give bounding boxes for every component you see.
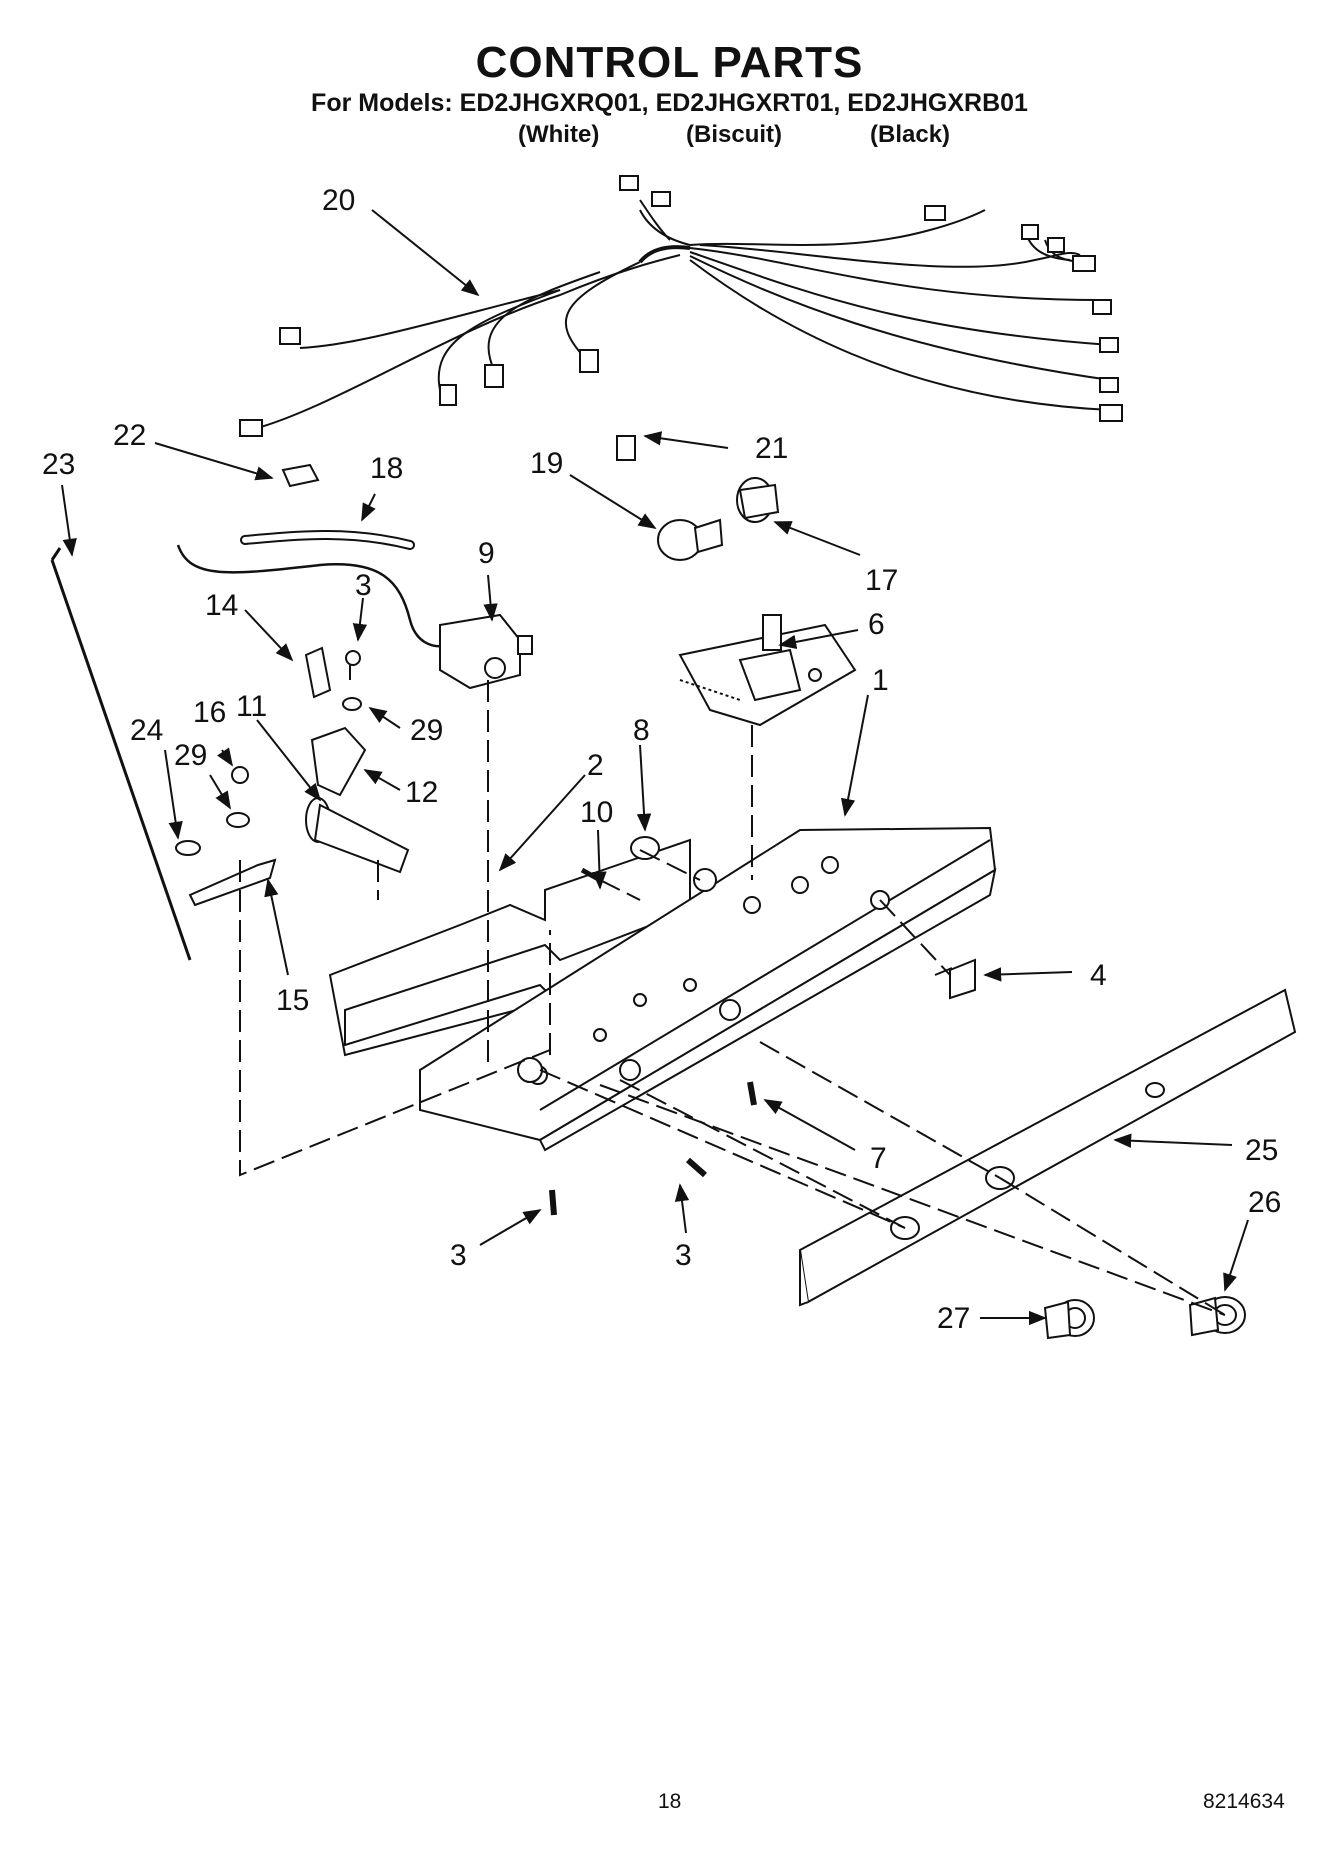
- shaft-11: [305, 797, 410, 874]
- callout-16: 16: [193, 696, 226, 729]
- callout-1: 1: [872, 664, 889, 697]
- callout-6: 6: [868, 608, 885, 641]
- color-white: (White): [518, 121, 600, 148]
- screw-7: [747, 1081, 757, 1106]
- callout-12: 12: [405, 776, 438, 809]
- callout-29-right: 29: [410, 714, 443, 747]
- page-number: 18: [658, 1790, 682, 1813]
- callout-14: 14: [205, 589, 238, 622]
- control-housing: [419, 826, 997, 1152]
- callout-7: 7: [870, 1142, 887, 1175]
- bracket-14: [304, 646, 332, 699]
- callout-11: 11: [236, 690, 267, 723]
- screw-3-top: [345, 650, 361, 666]
- screw-3-right: [686, 1157, 707, 1178]
- callout-26: 26: [1248, 1186, 1281, 1219]
- callout-27: 27: [937, 1302, 970, 1335]
- bracket-12: [310, 726, 367, 797]
- lamp-socket: [736, 477, 780, 523]
- page-title: CONTROL PARTS: [475, 38, 864, 87]
- callout-3-bottom-left: 3: [450, 1239, 467, 1272]
- callout-22: 22: [113, 419, 146, 452]
- capillary-tube: [176, 544, 451, 648]
- callout-20: 20: [322, 184, 355, 217]
- screw-3-left: [549, 1189, 557, 1216]
- knob-27: [1043, 1299, 1095, 1340]
- screw-16: [231, 766, 249, 784]
- callout-3-top: 3: [355, 569, 372, 602]
- leader-arrows: [61, 209, 1249, 1326]
- color-black: (Black): [870, 121, 951, 148]
- knob-26: [1188, 1296, 1246, 1337]
- washer-29: [226, 812, 250, 828]
- callout-15: 15: [276, 984, 309, 1017]
- callout-25: 25: [1245, 1134, 1278, 1167]
- rod-23: [50, 559, 192, 961]
- document-number: 8214634: [1203, 1790, 1285, 1813]
- model-list: For Models: ED2JHGXRQ01, ED2JHGXRT01, ED…: [311, 89, 1028, 117]
- control-board: [678, 614, 857, 727]
- callout-4: 4: [1090, 959, 1107, 992]
- callout-9: 9: [478, 537, 495, 570]
- thermostat-control: [439, 613, 533, 690]
- callout-24: 24: [130, 714, 163, 747]
- callout-8: 8: [633, 714, 650, 747]
- callout-23: 23: [42, 448, 75, 481]
- callout-17: 17: [865, 564, 898, 597]
- color-biscuit: (Biscuit): [686, 121, 782, 148]
- plug-8: [630, 836, 660, 860]
- callout-3-bottom-right: 3: [675, 1239, 692, 1272]
- switch-4: [934, 958, 976, 1000]
- callout-21: 21: [755, 432, 788, 465]
- wire-harness: [249, 199, 1111, 431]
- lever-15: [188, 858, 277, 907]
- control-panel-25: [798, 988, 1297, 1307]
- assembly-lines: [239, 680, 1226, 1316]
- light-bulb: [657, 518, 724, 561]
- callout-10: 10: [580, 796, 613, 829]
- washer-29-top: [342, 697, 362, 711]
- washer-24: [175, 840, 201, 856]
- callout-18: 18: [370, 452, 403, 485]
- callout-29-left: 29: [174, 739, 207, 772]
- harness-connectors: [239, 175, 1123, 437]
- callout-19: 19: [530, 447, 563, 480]
- callout-2: 2: [587, 749, 604, 782]
- callout-labels: 20 22 23 18 21 19 17 3 9 14 6 1 29 24 16…: [42, 184, 1281, 1335]
- clip-21: [616, 435, 636, 461]
- clip-22: [281, 463, 320, 488]
